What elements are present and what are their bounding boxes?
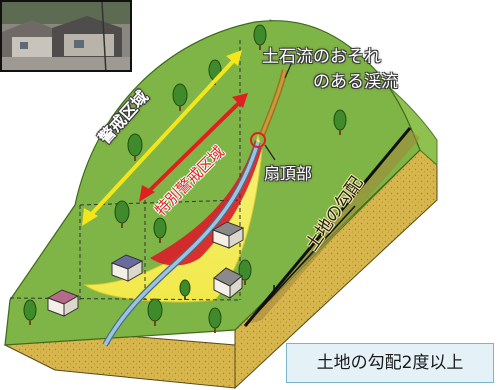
debris-flow-stream-label-line2: のある渓流 <box>313 72 398 92</box>
debris-gully-fill <box>260 69 287 136</box>
stream-leader-line <box>284 61 293 79</box>
slope-line-lower <box>244 205 356 327</box>
house-icon <box>46 221 245 317</box>
apex-leader-line <box>264 144 276 161</box>
debris-flow-stream-label-line1: 土石流のおそれ <box>262 47 381 67</box>
hillside-ground <box>4 20 421 346</box>
fan-apex-label: 扇頂部 <box>264 164 313 183</box>
slope-angle-arc <box>267 284 275 301</box>
special-warning-zone-arrow <box>139 93 248 202</box>
slope-wedge <box>245 130 420 325</box>
tree-icon <box>23 24 347 333</box>
fan-apex-marker <box>250 132 266 148</box>
slope-caption: 土地の勾配2度以上 <box>286 343 494 383</box>
stream-water <box>103 141 260 346</box>
town-photo <box>0 0 132 72</box>
warning-zone-arrow <box>82 50 242 226</box>
